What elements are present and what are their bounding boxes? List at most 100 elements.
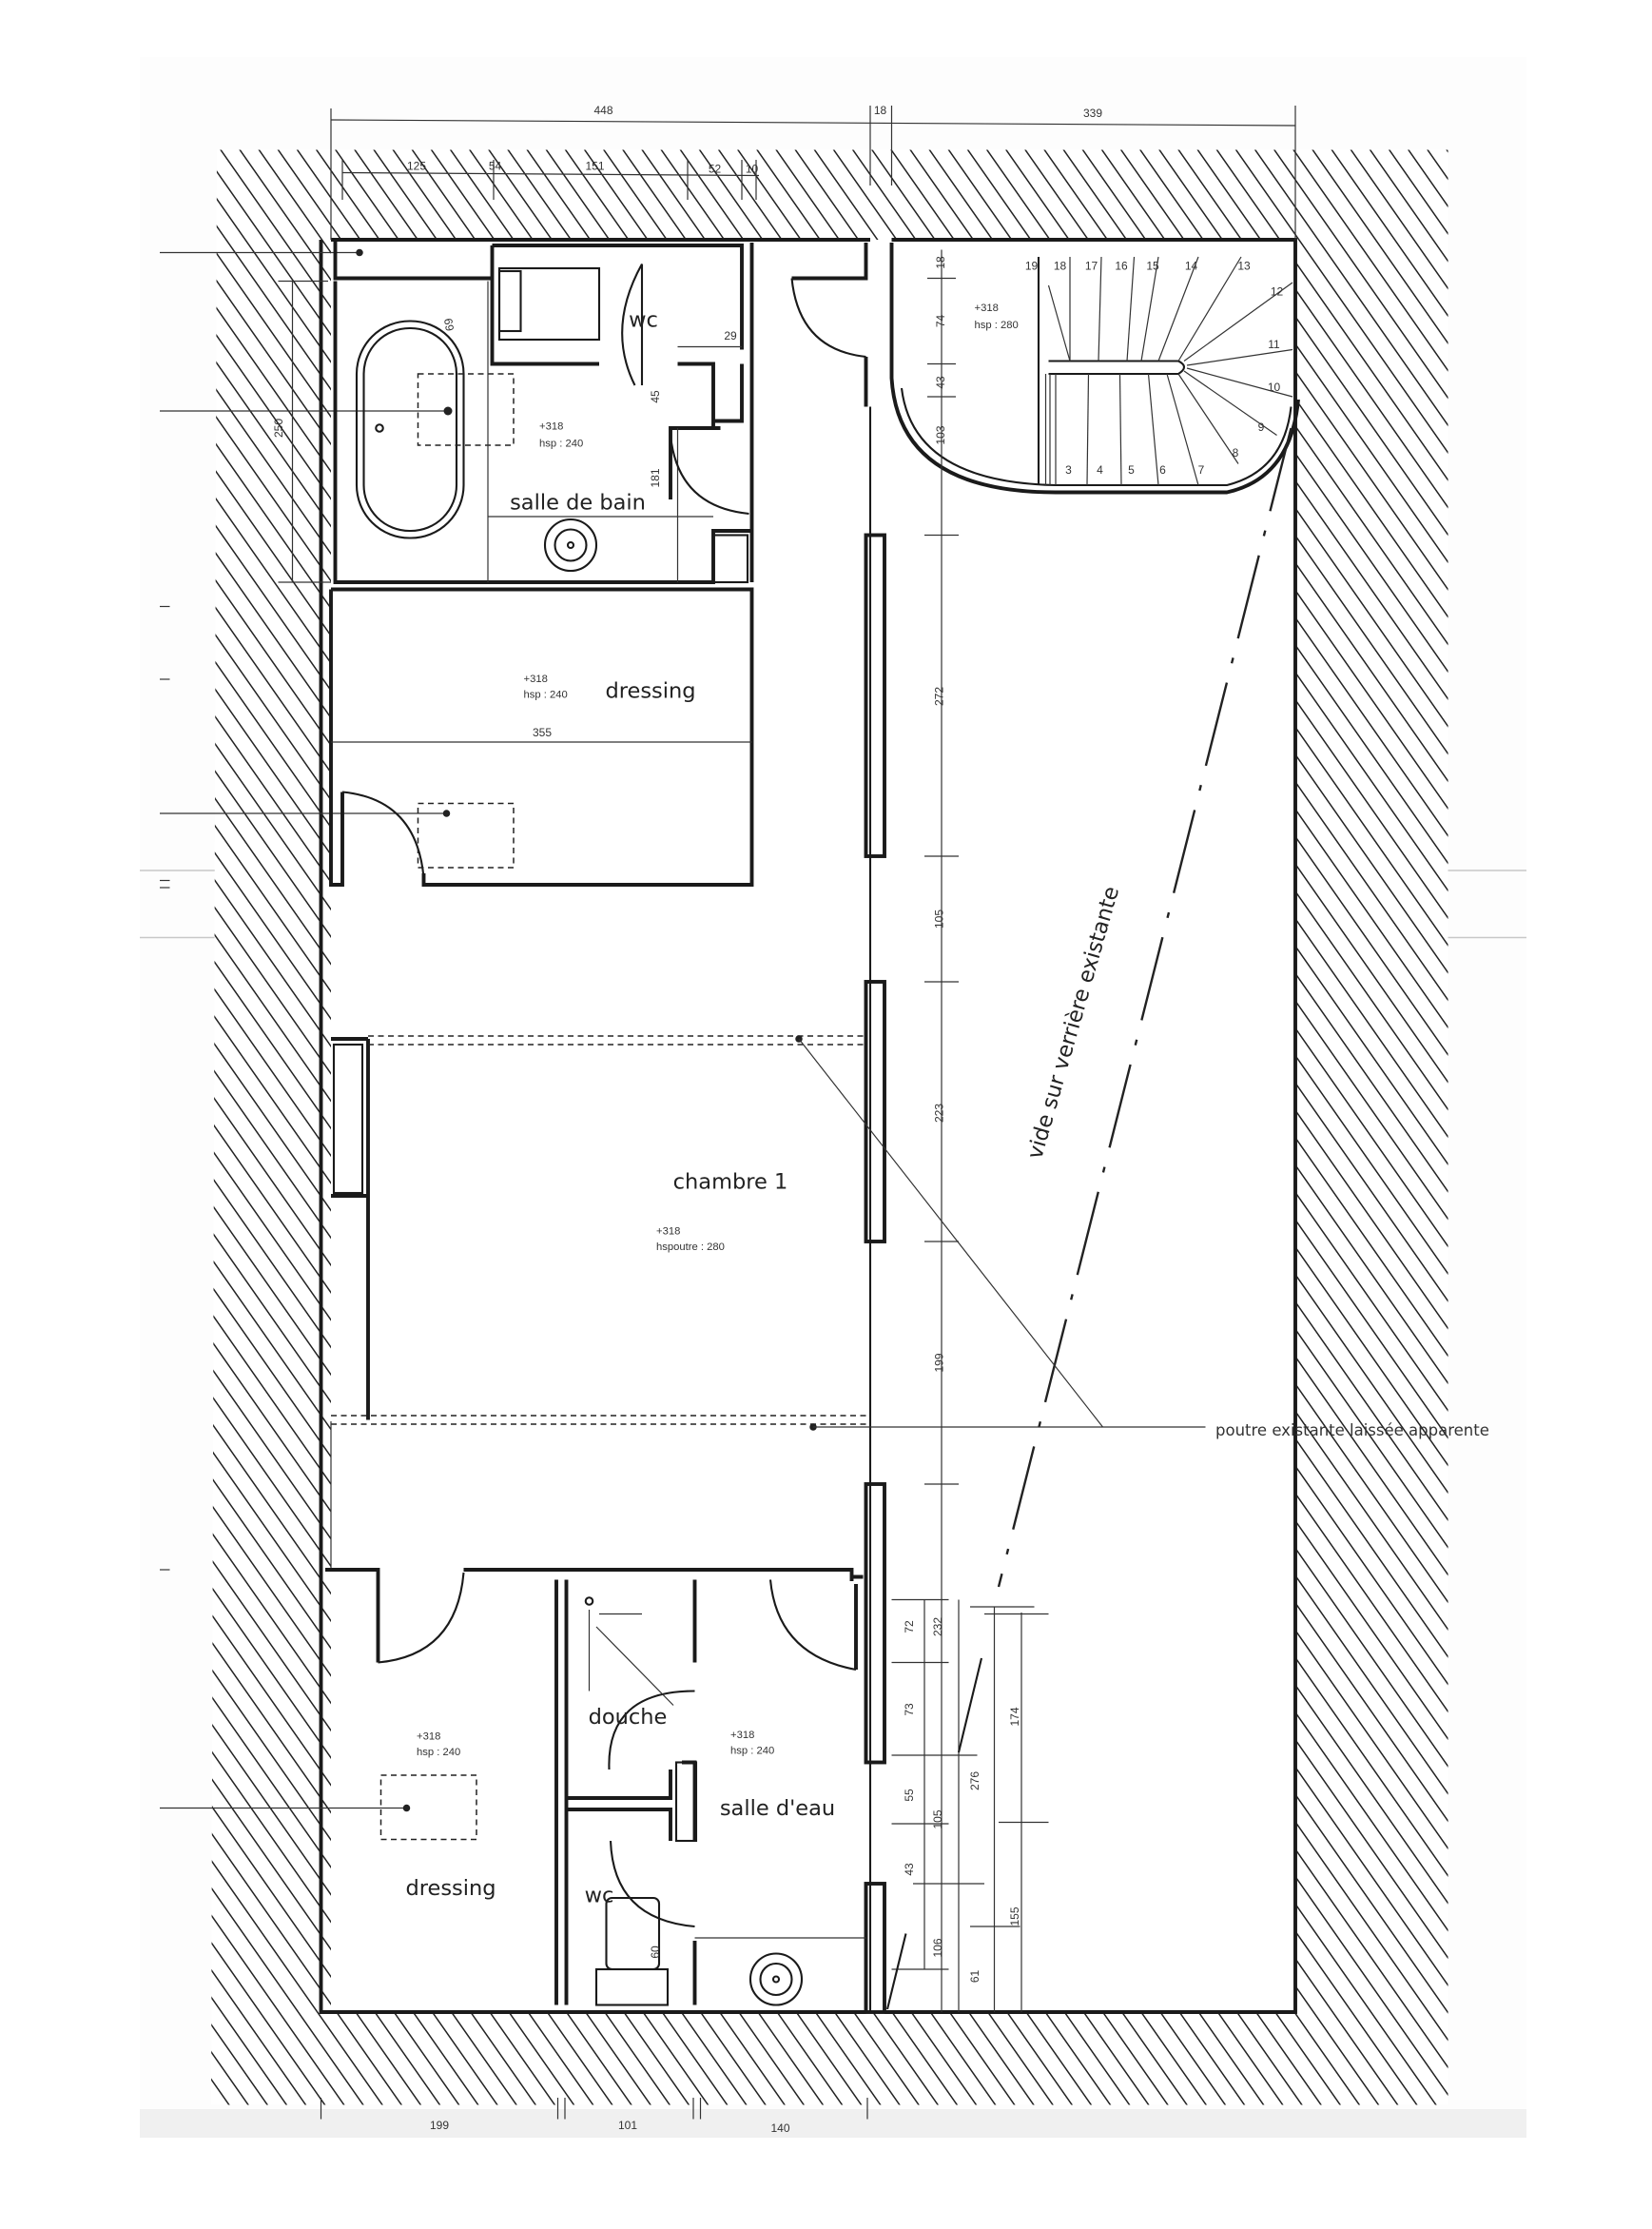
dim-73: 73	[903, 1703, 916, 1716]
dim-155: 155	[1008, 1906, 1021, 1926]
stair-tread	[1118, 373, 1122, 486]
dim-43: 43	[903, 1863, 916, 1876]
dressing-bottom-label: dressing	[405, 1876, 496, 1901]
chambre-label: chambre 1	[673, 1170, 788, 1195]
stair-tread	[1166, 373, 1199, 486]
dim-60: 60	[649, 1945, 662, 1959]
dim-105b: 105	[931, 1809, 944, 1828]
stair-tread	[1183, 370, 1277, 436]
level: +318	[524, 674, 548, 685]
stair-step-number: 19	[1025, 260, 1039, 273]
dim-55: 55	[903, 1789, 916, 1802]
stair-tread	[1177, 256, 1242, 362]
dim-bottom-199: 199	[430, 2119, 449, 2132]
dim-448: 448	[593, 104, 612, 117]
chambre-1: chambre 1 +318 hspoutre : 280	[330, 1035, 866, 1570]
dim-29: 29	[724, 329, 737, 342]
corridor-wall: 272 105 223 199	[864, 406, 959, 2014]
lower-rooms: +318 hsp : 240 dressing douche +318 hsp …	[325, 1568, 866, 2006]
stair-step-number: 3	[1065, 463, 1072, 477]
dim-18: 18	[874, 104, 887, 117]
dim-72: 72	[903, 1620, 916, 1633]
stair-step-number: 5	[1128, 463, 1135, 477]
stair-tread	[1157, 256, 1199, 362]
dim-stair-103: 103	[934, 425, 947, 444]
stair-tread	[1177, 373, 1239, 464]
stair-step-number: 9	[1258, 420, 1265, 434]
stair-step-number: 15	[1146, 260, 1159, 273]
dim-223: 223	[933, 1104, 946, 1123]
stair-step-number: 11	[1268, 338, 1280, 351]
dim-45: 45	[649, 390, 662, 403]
stair-height: hsp : 280	[975, 320, 1019, 331]
dressing-top: 355 +318 hsp : 240 dressing	[329, 587, 754, 887]
ceiling-height: hsp : 240	[539, 439, 583, 450]
dim-stair-18: 18	[934, 256, 947, 269]
wc-bottom-label: wc	[585, 1884, 614, 1908]
salle-deau-label: salle d'eau	[720, 1796, 835, 1821]
stair-level: +318	[975, 303, 999, 314]
stair-step-number: 17	[1085, 260, 1098, 273]
dim-125: 125	[407, 160, 426, 173]
ceiling-height: hsp : 240	[524, 690, 568, 701]
stair-tread	[1086, 373, 1090, 486]
stair-tread	[1183, 282, 1293, 362]
left-leaders: 250	[160, 248, 453, 1812]
lower-right-dimensions: 72 73 55 43 105 106 232 276 61 174 155	[885, 1598, 1049, 2012]
stair-tread	[1186, 348, 1293, 366]
dim-339: 339	[1083, 107, 1102, 120]
level: +318	[656, 1226, 680, 1238]
stair-step-number: 10	[1268, 381, 1281, 394]
dim-181: 181	[649, 468, 662, 487]
dim-61: 61	[968, 1970, 981, 1984]
stair-step-number: 7	[1198, 463, 1205, 477]
stair-tread	[1126, 256, 1136, 362]
dim-bottom-101: 101	[618, 2119, 637, 2132]
stair-tread	[1047, 284, 1071, 362]
dim-276: 276	[968, 1771, 981, 1790]
ceiling-height: hsp : 240	[417, 1747, 460, 1758]
stair-tread	[1098, 256, 1102, 362]
wc-top-label: wc	[629, 308, 658, 333]
stair-step-number: 12	[1271, 285, 1284, 299]
stair-tread	[1186, 367, 1293, 398]
dim-174: 174	[1008, 1707, 1021, 1726]
dim-250: 250	[272, 419, 285, 438]
ceiling-height: hspoutre : 280	[656, 1242, 725, 1253]
dim-10: 10	[746, 163, 759, 176]
level: +318	[539, 421, 563, 433]
dressing-top-label: dressing	[605, 679, 695, 704]
dim-69: 69	[441, 318, 457, 333]
salle-de-bain-label: salle de bain	[510, 491, 646, 516]
level: +318	[730, 1730, 754, 1741]
stair-tread	[1140, 256, 1159, 362]
dim-355: 355	[533, 726, 552, 739]
stair-step-number: 8	[1233, 446, 1239, 459]
dim-151: 151	[585, 160, 604, 173]
dim-105: 105	[933, 909, 946, 929]
top-dimensions: 448 18 339 125 54 151 52 10	[330, 104, 1296, 240]
masonry-walls	[211, 149, 1448, 2105]
dim-106: 106	[931, 1938, 944, 1957]
level: +318	[417, 1731, 440, 1743]
douche-label: douche	[589, 1705, 668, 1730]
dim-52: 52	[709, 163, 722, 176]
stair-step-number: 18	[1054, 260, 1067, 273]
ceiling-height: hsp : 240	[730, 1746, 774, 1757]
stair-step-number: 16	[1115, 260, 1128, 273]
bottom-dimensions: 199 101 140	[320, 2098, 868, 2135]
stair-step-number: 6	[1159, 463, 1166, 477]
salle-de-bain: wc 29 45 69 181 +318 hsp : 240 salle de …	[333, 240, 754, 584]
beam-annotation: poutre existante laissée apparente	[1215, 1421, 1489, 1439]
dim-232: 232	[931, 1617, 944, 1636]
stair-step-number: 4	[1097, 463, 1103, 477]
stair-step-number: 13	[1237, 260, 1251, 273]
stair-tread	[1147, 373, 1159, 486]
dim-stair-74: 74	[934, 315, 947, 328]
dim-54: 54	[489, 160, 502, 173]
dim-stair-43: 43	[934, 376, 947, 389]
dim-272: 272	[933, 687, 946, 706]
scan-bottom-shade	[140, 2109, 1526, 2138]
